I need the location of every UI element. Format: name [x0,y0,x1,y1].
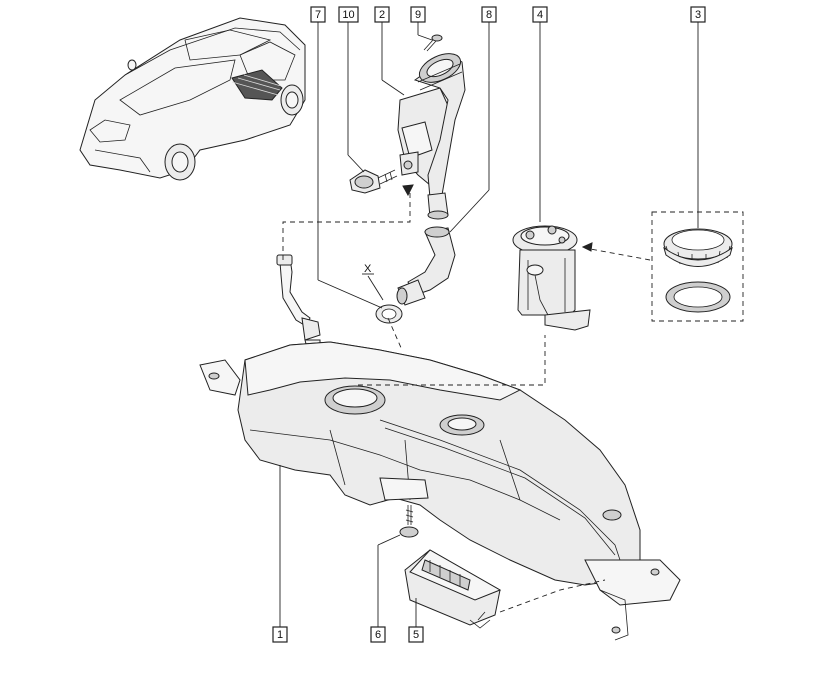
callout-label: 3 [695,9,701,21]
callout-label: 8 [486,9,492,21]
callout-1: 1 [272,626,288,643]
callout-label: 9 [415,9,421,21]
callout-label: 7 [315,9,321,21]
x-marker-label: X [364,263,372,275]
callout-2: 2 [374,6,390,23]
callout-10: 10 [338,6,359,23]
callout-label: 4 [537,9,543,21]
fuel-tank-1 [199,341,681,641]
vent-pipe [276,254,321,353]
arrow-head [581,242,593,252]
callout-9: 9 [410,6,426,23]
lock-ring-and-seal-3 [651,211,744,322]
callout-label: 2 [379,9,385,21]
arrow-head [402,184,414,197]
canister-5 [404,549,502,629]
fuel-filler-neck [397,53,466,220]
callout-8: 8 [481,6,497,23]
callout-label: 5 [413,629,419,641]
callout-4: 4 [532,6,548,23]
callout-label: 6 [375,629,381,641]
callout-7: 7 [310,6,326,23]
callout-5: 5 [408,626,424,643]
leader-lines [279,20,699,627]
screw-9 [423,34,443,52]
callout-label: 10 [342,9,354,21]
callout-label: 1 [277,629,283,641]
callout-6: 6 [370,626,386,643]
filler-hose-8 [396,226,456,306]
bolt-10 [349,169,398,194]
fuel-pump-module-4 [512,225,591,331]
seal-ring-7 [375,304,403,324]
screw-6 [399,505,419,538]
callout-3: 3 [690,6,706,23]
car-illustration [79,17,306,181]
